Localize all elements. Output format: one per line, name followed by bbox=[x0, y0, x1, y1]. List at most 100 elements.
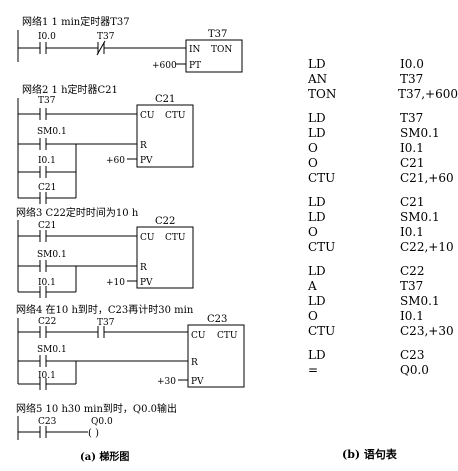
statement-operand: Q0.0 bbox=[400, 363, 429, 377]
statement-operand: I0.0 bbox=[400, 57, 424, 71]
pin-r-4: R bbox=[191, 358, 198, 368]
contact-sm0-1-label: SM0.1 bbox=[37, 127, 67, 137]
statement-operand: C21 bbox=[400, 156, 425, 170]
contact-i0-0 bbox=[18, 42, 98, 54]
contact-t37-label: T37 bbox=[97, 32, 115, 42]
statement-row: TON T37,+600 bbox=[308, 87, 458, 102]
statement-opcode: = bbox=[308, 363, 319, 377]
preset-30: +30 bbox=[157, 377, 176, 387]
pin-r: R bbox=[140, 141, 147, 151]
box-type-ctu: CTU bbox=[165, 111, 186, 121]
contact-i0-1-label-4: I0.1 bbox=[38, 371, 56, 381]
caption-ladder: (a) 梯形图 bbox=[80, 450, 129, 463]
statement-row: = Q0.0 bbox=[308, 363, 458, 378]
network-4-title: 网络4 在10 h到时，C23再计时30 min bbox=[16, 303, 194, 316]
network-3: 网络3 C22定时时间为10 h C21 SM0.1 I0.1 C22 CU C… bbox=[16, 206, 194, 298]
counter-box-c22-name: C22 bbox=[155, 216, 175, 227]
caption-statement-list: (b) 语句表 bbox=[342, 448, 397, 461]
statement-operand: C23 bbox=[400, 348, 425, 362]
counter-box-c23-name: C23 bbox=[207, 314, 227, 325]
statement-opcode: AN bbox=[308, 72, 328, 86]
statement-row: CTU C23,+30 bbox=[308, 324, 458, 339]
pin-pv: PV bbox=[140, 156, 153, 166]
contact-t37-label-4: T37 bbox=[97, 318, 115, 328]
statement-row: LD T37 bbox=[308, 111, 458, 126]
statement-row: O I0.1 bbox=[308, 225, 458, 240]
network-5-title: 网络5 10 h30 min到时，Q0.0输出 bbox=[16, 402, 177, 415]
network-2-title: 网络2 1 h定时器C21 bbox=[22, 83, 118, 96]
contact-i0-1-label: I0.1 bbox=[38, 156, 56, 166]
statement-opcode: LD bbox=[308, 57, 326, 71]
statement-opcode: LD bbox=[308, 348, 326, 362]
counter-box-c21-name: C21 bbox=[155, 94, 175, 105]
statement-opcode: O bbox=[308, 141, 318, 155]
statement-opcode: CTU bbox=[308, 171, 336, 185]
counter-box-c22 bbox=[136, 226, 194, 289]
statement-operand: I0.1 bbox=[400, 141, 424, 155]
statement-row: LD C22 bbox=[308, 264, 458, 279]
preset-10: +10 bbox=[106, 278, 125, 288]
contact-c21-label-3: C21 bbox=[38, 221, 56, 231]
statement-operand: SM0.1 bbox=[400, 210, 440, 224]
statement-operand: C21 bbox=[400, 195, 425, 209]
statement-operand: SM0.1 bbox=[400, 294, 440, 308]
preset-600: +600 bbox=[152, 61, 177, 71]
statement-opcode: LD bbox=[308, 264, 326, 278]
preset-60: +60 bbox=[106, 156, 125, 166]
pin-pv-4: PV bbox=[191, 377, 204, 387]
statement-operand: C22 bbox=[400, 264, 425, 278]
pin-pt: PT bbox=[189, 61, 201, 71]
pin-r-3: R bbox=[140, 263, 147, 273]
contact-t37-label-2: T37 bbox=[38, 96, 56, 106]
statement-opcode: LD bbox=[308, 195, 326, 209]
statement-group-5: LD C23 = Q0.0 bbox=[308, 348, 458, 378]
network-1-title: 网络1 1 min定时器T37 bbox=[22, 15, 130, 28]
statement-operand: I0.1 bbox=[400, 225, 424, 239]
statement-opcode: O bbox=[308, 225, 318, 239]
counter-box-c21 bbox=[136, 104, 194, 168]
statement-opcode: LD bbox=[308, 111, 326, 125]
statement-opcode: A bbox=[308, 279, 317, 293]
statement-row: A T37 bbox=[308, 279, 458, 294]
statement-opcode: O bbox=[308, 156, 318, 170]
statement-row: LD C21 bbox=[308, 195, 458, 210]
coil-q0-0: ( ) bbox=[88, 428, 99, 439]
contact-i0-1-label-3: I0.1 bbox=[38, 278, 56, 288]
statement-opcode: O bbox=[308, 309, 318, 323]
statement-row: O C21 bbox=[308, 156, 458, 171]
pin-cu-4: CU bbox=[191, 331, 206, 341]
statement-operand: C22,+10 bbox=[400, 240, 454, 254]
coil-q0-0-label: Q0.0 bbox=[91, 417, 113, 427]
statement-operand: T37 bbox=[400, 279, 424, 293]
statement-opcode: LD bbox=[308, 126, 326, 140]
statement-operand: C23,+30 bbox=[400, 324, 454, 338]
contact-sm0-1-label-4: SM0.1 bbox=[37, 345, 67, 355]
timer-box-t37 bbox=[185, 39, 243, 73]
contact-c22-label: C22 bbox=[38, 317, 56, 327]
timer-box-t37-name: T37 bbox=[208, 29, 227, 40]
statement-opcode: CTU bbox=[308, 324, 336, 338]
pin-in: IN bbox=[189, 45, 201, 55]
statement-opcode: TON bbox=[308, 87, 337, 101]
statement-row: LD I0.0 bbox=[308, 57, 458, 72]
box-type-ton: TON bbox=[211, 45, 232, 55]
contact-t37-nc bbox=[96, 40, 186, 56]
box-type-ctu-4: CTU bbox=[217, 331, 238, 341]
ladder-diagram: 网络1 1 min定时器T37 I0.0 T37 T37 IN TON PT +… bbox=[16, 15, 245, 463]
statement-operand: I0.1 bbox=[400, 309, 424, 323]
statement-operand: T37 bbox=[400, 111, 424, 125]
statement-row: LD C23 bbox=[308, 348, 458, 363]
network-5: 网络5 10 h30 min到时，Q0.0输出 C23 Q0.0 ( ) bbox=[16, 402, 177, 440]
statement-row: O I0.1 bbox=[308, 309, 458, 324]
statement-operand: T37,+600 bbox=[397, 87, 458, 101]
